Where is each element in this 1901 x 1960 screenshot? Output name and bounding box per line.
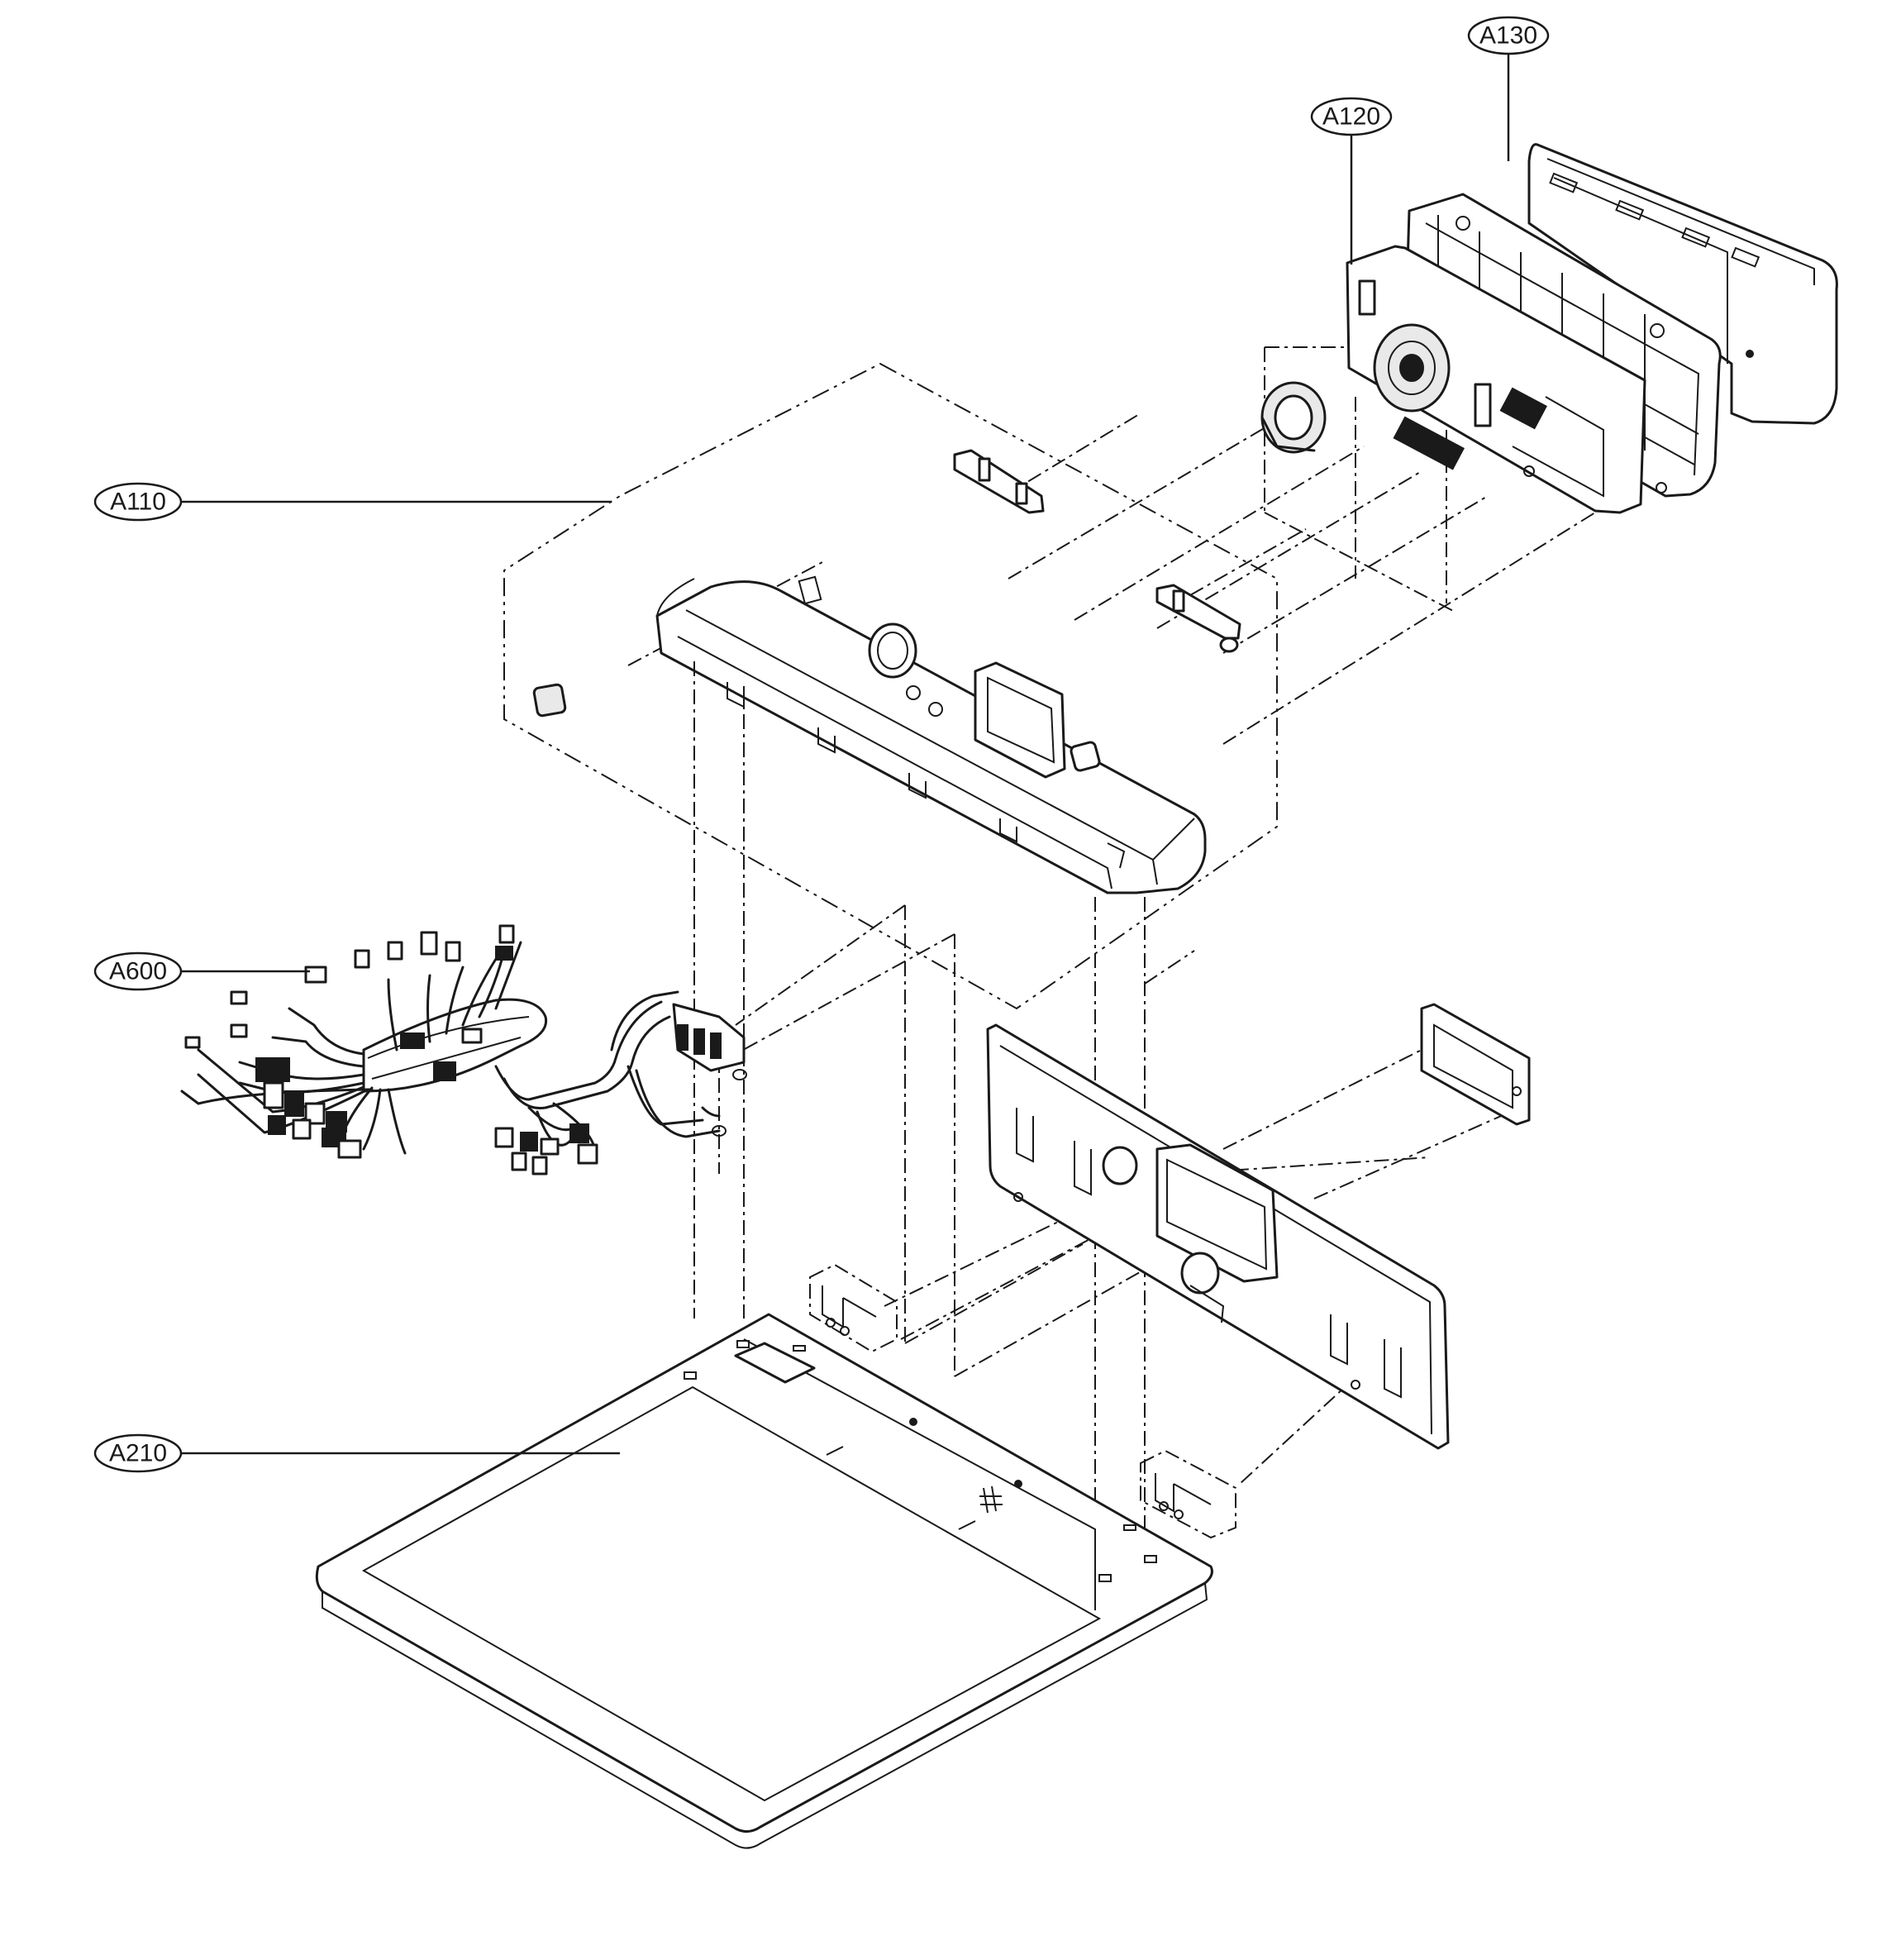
board-connector-2 (1499, 387, 1547, 430)
hinge-clip-right (1140, 1449, 1236, 1539)
callout-a130: A130 (1467, 16, 1550, 55)
callout-a120-label: A120 (1322, 103, 1380, 131)
callout-a120: A120 (1310, 97, 1393, 136)
callout-a210-label: A210 (109, 1440, 167, 1467)
a110-control-panel (655, 575, 1207, 894)
callout-a110-label: A110 (110, 489, 166, 516)
button-clip-lower (1155, 584, 1241, 653)
harness-connectors (184, 924, 598, 1176)
button-clip-upper (953, 449, 1045, 514)
board-connector (1393, 416, 1465, 470)
a120-control-board (1346, 245, 1646, 514)
hinge-clip-left (809, 1263, 898, 1353)
callout-a600: A600 (93, 951, 183, 991)
gasket-plate (1420, 1003, 1531, 1126)
button-cap (532, 683, 567, 718)
harness-connector-block (672, 1003, 746, 1072)
callout-a210: A210 (93, 1433, 183, 1473)
callout-a110: A110 (93, 482, 183, 522)
rear-bracket (986, 1023, 1450, 1450)
a130-display-cover (1527, 143, 1838, 425)
projection-lines-upper (627, 346, 1596, 745)
a110-assembly-boundary (503, 362, 1278, 1010)
callout-a130-label: A130 (1479, 22, 1537, 50)
a210-top-plate (315, 1313, 1213, 1849)
a600-wiring-harness (180, 924, 747, 1176)
callout-a600-label: A600 (109, 958, 167, 985)
selector-knob (1260, 381, 1327, 454)
